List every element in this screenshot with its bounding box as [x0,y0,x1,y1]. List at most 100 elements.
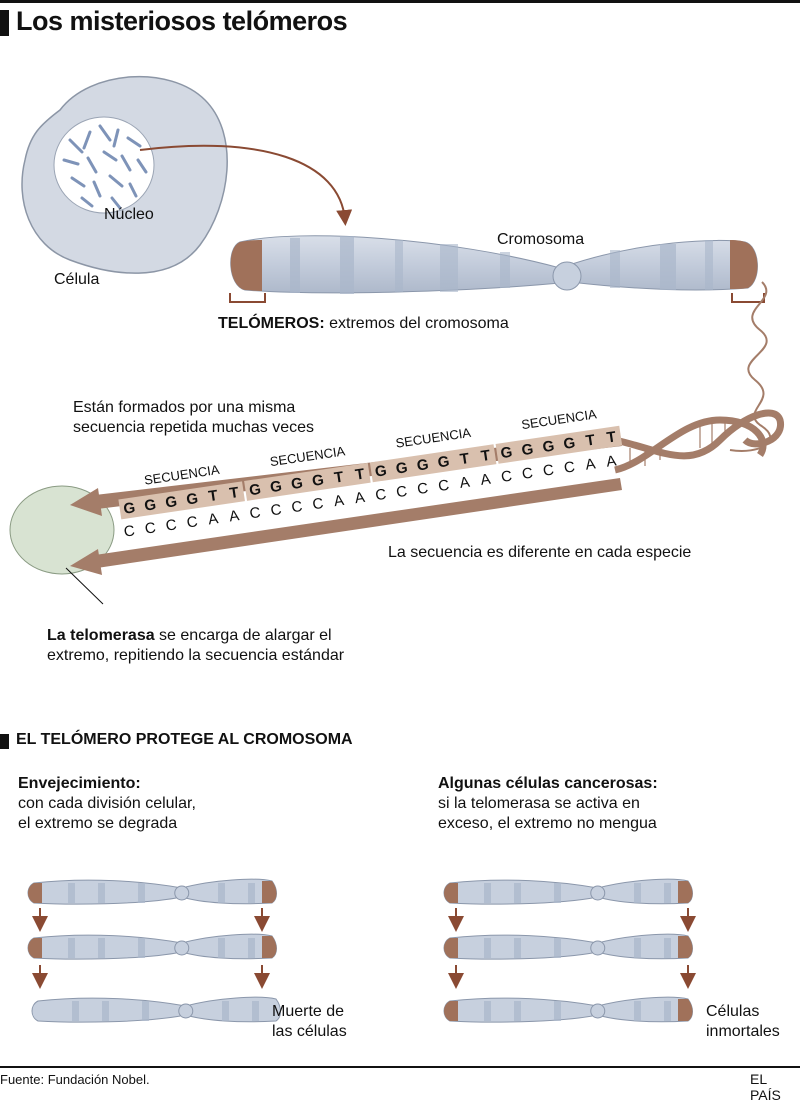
top-strand-letter: G [500,444,514,463]
repeat-note-line1: Están formados por una misma [73,399,296,416]
centromere [552,261,582,291]
telomerase-caption: La telomerasa se encarga de alargar el e… [47,626,344,666]
bottom-strand-letter: C [165,516,178,534]
bottom-strand-letter: A [479,471,491,489]
source-note: Fuente: Fundación Nobel. [0,1072,150,1087]
bottom-strand-letter: A [354,489,366,507]
title-marker [0,10,9,36]
bottom-strand-letter: A [605,452,617,470]
top-rule [0,0,800,3]
bottom-strand-letter: C [311,495,324,513]
small-chromosome [31,996,281,1023]
down-arrows [32,908,696,989]
strand-bottom [95,478,622,568]
strand-top-arrow [70,488,102,516]
sequence-highlight [118,481,245,520]
left-end-line2: las células [272,1023,347,1040]
bottom-strand-letter: A [228,507,240,525]
bottom-strand-letter: C [521,464,534,482]
sequence-letters: GCGCGCGCTATAGCGCGCGCTATAGCGCGCGCTATAGCGC… [122,428,617,540]
right-end-line1: Células [706,1003,760,1020]
top-strand-letter: T [207,487,219,505]
bottom-strand-letter: C [123,522,136,540]
right-panel-text: Algunas células cancerosas: si la telome… [438,774,658,834]
bottom-strand-letter: C [186,513,199,531]
strand-bottom-arrow [70,549,102,575]
chromosome-label: Cromosoma [497,231,585,248]
cell-label: Célula [54,271,100,288]
bottom-strand-letter: C [395,483,408,501]
left-end-label: Muerte de las células [272,1002,347,1042]
section-marker [0,734,9,749]
section-title: EL TELÓMERO PROTEGE AL CROMOSOMA [16,731,353,748]
bottom-strand-letter: A [333,492,345,510]
left-line2: el extremo se degrada [18,815,178,832]
nucleus-arrow [139,144,353,226]
telomeres-caption: TELÓMEROS: extremos del cromosoma [218,314,509,334]
top-strand-letter: T [480,447,492,465]
telomere-bracket-right [731,293,765,303]
bottom-strand-letter: C [500,468,513,486]
right-heading: Algunas células cancerosas: [438,775,658,792]
nucleus [53,116,155,214]
left-heading: Envejecimiento: [18,775,141,792]
top-strand-letter: T [354,466,366,484]
top-strand-letter: G [164,493,178,512]
telomerase-pointer [65,567,104,605]
top-strand-letter: G [311,472,325,491]
left-end-line1: Muerte de [272,1003,345,1020]
bottom-strand-letter: C [374,486,387,504]
sequence-label: SECUENCIA [395,425,473,451]
top-strand-letter: T [459,450,471,468]
sequence-highlight [495,425,623,464]
right-end-label: Células inmortales [706,1002,780,1042]
bottom-strand-letter: C [290,498,303,516]
top-strand-letter: G [122,499,136,518]
small-chromosomes [27,878,693,1023]
telomerase-text2: extremo, repitiendo la secuencia estánda… [47,647,345,664]
top-strand-letter: T [606,428,618,446]
bottom-strand-letter: C [563,458,576,476]
top-strand-letter: G [248,481,262,500]
left-panel-text: Envejecimiento: con cada división celula… [18,774,196,834]
sequence-label: SECUENCIA [269,443,347,469]
right-end-line2: inmortales [706,1023,780,1040]
sequence-highlights [118,425,623,520]
repeat-note-line2: secuencia repetida muchas veces [73,419,315,436]
repeat-note: Están formados por una misma secuencia r… [73,398,314,438]
sequence-label: SECUENCIA [520,406,598,432]
telomeres-bold: TELÓMEROS: [218,315,325,332]
sequence-highlight [369,444,497,483]
small-chromosome [443,878,693,905]
page-title: Los misteriosos telómeros [16,6,348,36]
telomere-left [230,240,262,291]
telomere-bracket-left [229,293,266,303]
top-strand-letter: G [416,456,430,475]
bottom-strand-letter: C [248,504,261,522]
small-chromosome [443,996,693,1023]
left-line1: con cada división celular, [18,795,196,812]
top-strand-letter: G [143,496,157,515]
top-strand-letter: G [541,438,555,457]
telomerase-text1: se encarga de alargar el [154,627,332,644]
top-strand-letter: T [585,432,597,450]
top-strand-letter: T [333,469,345,487]
brand-logo: EL PAÍS [750,1071,781,1103]
helix-strand-a [614,409,784,460]
top-strand-letter: T [228,484,240,502]
nucleus-label: Núcleo [104,206,154,223]
right-line1: si la telomerasa se activa en [438,795,640,812]
top-strand-letter: G [437,453,451,472]
top-strand-letter: G [269,478,283,497]
bottom-strand-letter: A [458,474,470,492]
top-strand-letter: G [374,462,388,481]
sequence-highlight [244,462,371,501]
bottom-strand-letter: C [437,477,450,495]
telomerase-bold: La telomerasa [47,627,155,644]
bottom-strand-letter: C [542,461,555,479]
species-note: La secuencia es diferente en cada especi… [388,544,692,561]
top-strand-letter: G [395,459,409,478]
helix-strand-b [614,416,767,474]
small-chromosome [443,933,693,960]
